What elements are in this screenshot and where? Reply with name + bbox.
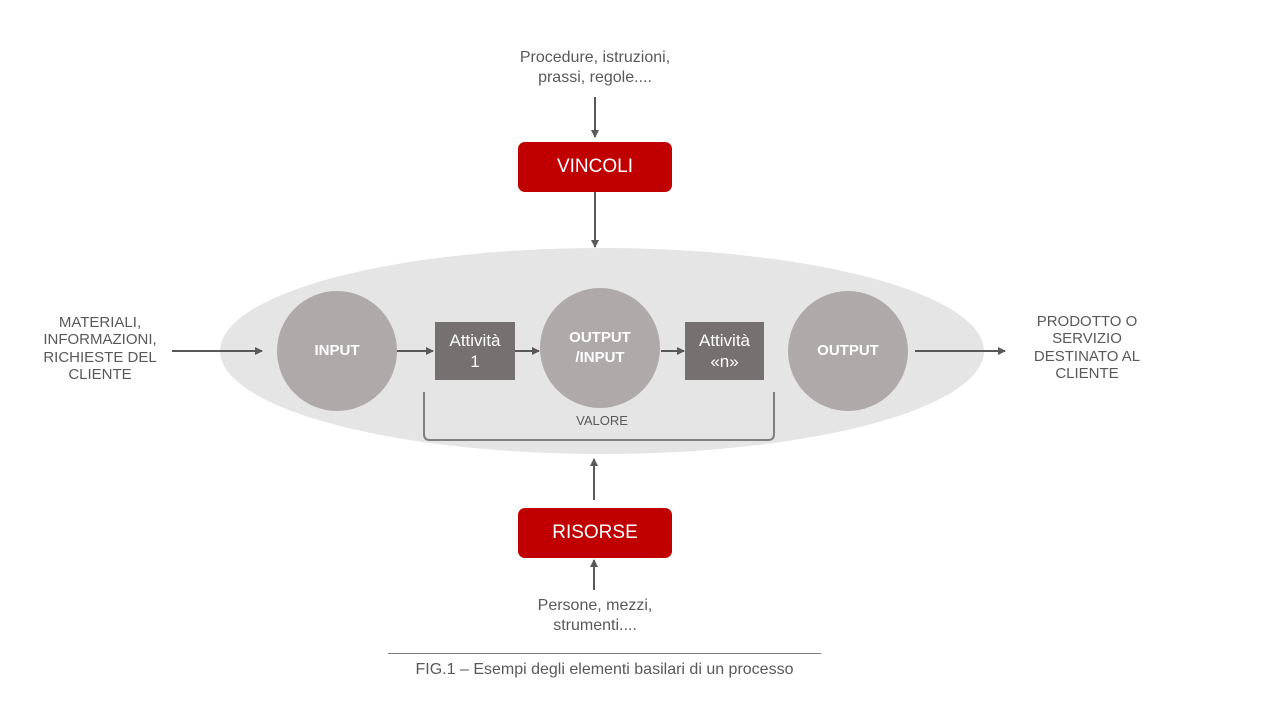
output-input-node-label: OUTPUT /INPUT: [569, 328, 631, 366]
risorse-box: RISORSE: [518, 508, 672, 558]
value-bracket: [423, 392, 775, 441]
input-node-label: INPUT: [314, 341, 360, 359]
constraints-source-label: Procedure, istruzioni, prassi, regole...…: [519, 49, 671, 86]
destination-label: PRODOTTO O SERVIZIO DESTINATO AL CLIENTE: [1033, 313, 1141, 382]
vincoli-label: VINCOLI: [556, 156, 634, 177]
caption-divider: [388, 653, 821, 654]
resources-source-label: Persone, mezzi, strumenti....: [537, 597, 653, 634]
output-node: OUTPUT: [788, 291, 908, 411]
risorse-label: RISORSE: [552, 522, 638, 543]
figure-caption: FIG.1 – Esempi degli elementi basilari d…: [415, 661, 794, 678]
vincoli-box: VINCOLI: [518, 142, 672, 192]
value-label: VALORE: [576, 413, 628, 428]
activity-1-label: Attività 1: [449, 330, 501, 371]
activity-n-box: Attività «n»: [685, 322, 764, 380]
output-input-node: OUTPUT /INPUT: [540, 288, 660, 408]
activity-1-box: Attività 1: [435, 322, 515, 380]
output-node-label: OUTPUT: [817, 341, 879, 359]
inputs-source-label: MATERIALI, INFORMAZIONI, RICHIESTE DEL C…: [43, 314, 157, 383]
activity-n-label: Attività «n»: [698, 330, 751, 371]
input-node: INPUT: [277, 291, 397, 411]
